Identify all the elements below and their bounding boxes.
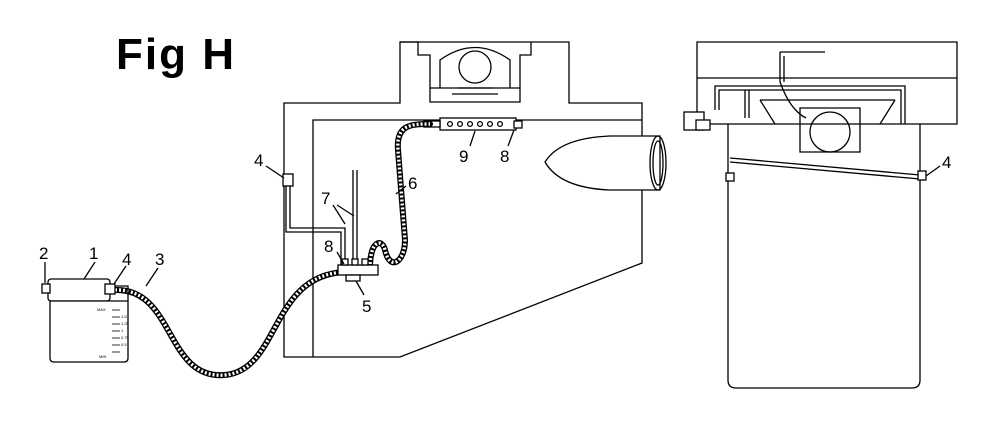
scale-mark: 1 [121, 328, 124, 333]
callout-4: 4 [254, 151, 263, 170]
side-view [683, 41, 958, 389]
oil-hose [112, 269, 348, 379]
scale-mark: MIN [99, 354, 106, 359]
callout-3: 3 [155, 250, 164, 269]
callout-1: 1 [89, 244, 98, 263]
callout-6: 6 [408, 174, 417, 193]
callout-2: 2 [39, 244, 48, 263]
scale-mark: 0.75 [121, 335, 130, 340]
callout-8: 8 [324, 237, 333, 256]
scale-mark: 0.5 [121, 342, 127, 347]
machine-body [283, 41, 643, 358]
callout-4: 4 [942, 153, 951, 172]
callout-4: 4 [122, 250, 131, 269]
spindle-nose [544, 135, 667, 191]
leader-lines [44, 129, 515, 296]
callout-5: 5 [362, 297, 371, 316]
callout-8: 8 [500, 147, 509, 166]
callout-7: 7 [321, 189, 330, 208]
feed-hose [367, 121, 433, 271]
figure-title: Fig H [116, 30, 236, 79]
oil-lines [282, 170, 358, 268]
scale-mark: MAX [97, 307, 106, 312]
oil-reservoir: MAX 1.5 1.25 1 0.75 0.5 MIN [41, 278, 130, 363]
junction-block [337, 258, 379, 282]
scale-mark: 1.5 [121, 314, 127, 319]
callout-9: 9 [459, 147, 468, 166]
distributor-block [423, 117, 523, 131]
scale-mark: 1.25 [121, 321, 130, 326]
